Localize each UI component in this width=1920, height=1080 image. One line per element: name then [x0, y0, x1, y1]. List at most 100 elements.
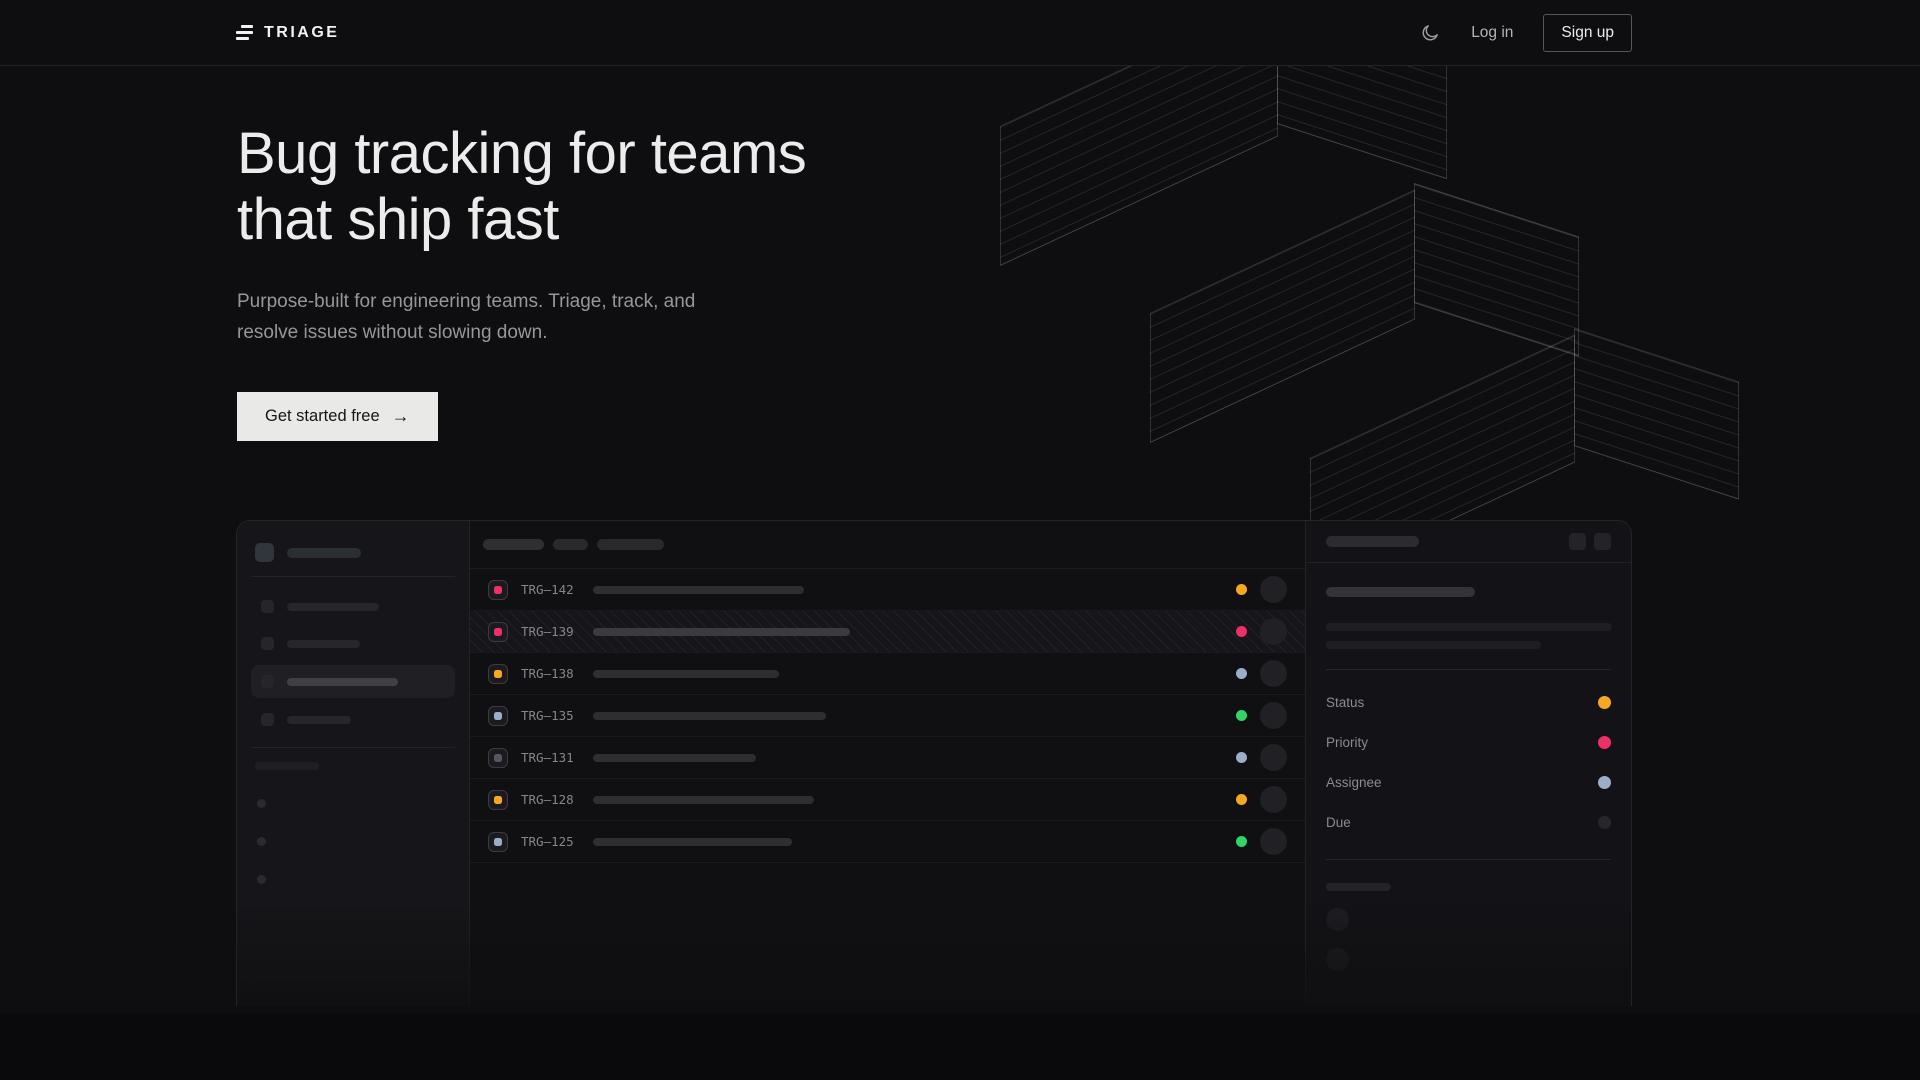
issue-title-skeleton: [1326, 587, 1475, 598]
issue-type-icon: [488, 705, 508, 726]
sidebar-item[interactable]: [251, 591, 455, 622]
sidebar-item-icon: [261, 637, 274, 651]
issue-type-icon: [488, 663, 508, 684]
skeleton-bar: [1326, 536, 1419, 548]
detail-panel-header: [1306, 521, 1631, 564]
skeleton-bar: [287, 547, 361, 558]
panel-action-button[interactable]: [1594, 533, 1611, 551]
divider: [1326, 669, 1611, 671]
assignee-avatar: [1260, 576, 1287, 604]
issue-type-icon: [488, 789, 508, 810]
filter-tab[interactable]: [553, 539, 588, 551]
issue-title-skeleton: [593, 753, 756, 762]
issue-row[interactable]: TRG–128: [470, 779, 1305, 822]
assignee-avatar: [1260, 744, 1287, 772]
app-preview-window: TRG–142 TRG–139 TRG–138 TRG–135 TRG–131: [236, 520, 1632, 1007]
field-label: Status: [1326, 695, 1365, 711]
arrow-right-icon: →: [391, 406, 410, 427]
field-value-dot: [1598, 816, 1611, 830]
filter-tab[interactable]: [597, 539, 664, 551]
detail-fields: Status Priority Assignee Due: [1326, 695, 1611, 830]
sidebar-dot: [257, 837, 266, 847]
field-value-dot: [1598, 776, 1611, 790]
sidebar-dot: [257, 875, 266, 885]
workspace-switcher[interactable]: [253, 537, 453, 576]
issue-title-skeleton: [593, 669, 779, 678]
issue-title-skeleton: [593, 627, 850, 636]
status-dot: [1236, 584, 1247, 596]
page-title: Bug tracking for teams that ship fast: [237, 121, 807, 252]
issue-id: TRG–131: [521, 750, 574, 766]
issue-title-skeleton: [593, 837, 792, 846]
sidebar-item-active[interactable]: [251, 665, 455, 699]
status-dot: [1236, 668, 1247, 680]
issue-row[interactable]: TRG–142: [470, 569, 1305, 612]
status-dot: [1236, 710, 1247, 722]
issue-row[interactable]: TRG–139: [470, 611, 1305, 654]
preview-sidebar: [237, 521, 470, 1007]
issue-list-toolbar: [470, 521, 1305, 570]
detail-field-row: Priority: [1326, 735, 1611, 750]
assignee-avatar: [1260, 618, 1287, 646]
field-label: Due: [1326, 815, 1351, 831]
comment-avatar: [1326, 948, 1349, 972]
moon-icon: [1422, 24, 1439, 40]
sidebar-item-icon: [261, 675, 274, 689]
workspace-icon: [255, 543, 274, 563]
footer: [0, 1013, 1920, 1080]
filter-tab[interactable]: [483, 539, 544, 551]
assignee-avatar: [1260, 660, 1287, 688]
issue-title-skeleton: [593, 585, 804, 594]
sidebar-section-label: [255, 762, 319, 771]
divider: [1326, 859, 1611, 861]
issue-id: TRG–128: [521, 792, 574, 808]
brand[interactable]: TRIAGE: [236, 24, 339, 42]
skeleton-bar: [287, 715, 351, 724]
issue-list: TRG–142 TRG–139 TRG–138 TRG–135 TRG–131: [470, 521, 1305, 1007]
issue-title-skeleton: [593, 711, 826, 720]
status-dot: [1236, 752, 1247, 764]
status-dot: [1236, 626, 1247, 638]
issue-id: TRG–142: [521, 582, 574, 598]
issue-id: TRG–138: [521, 666, 574, 682]
get-started-button[interactable]: Get started free →: [237, 392, 438, 442]
sidebar-dot: [257, 799, 266, 809]
comment-avatar: [1326, 908, 1349, 932]
issue-type-icon: [488, 831, 508, 852]
hero-subtitle: Purpose-built for engineering teams. Tri…: [237, 291, 696, 344]
field-label: Assignee: [1326, 775, 1382, 791]
skeleton-bar: [287, 677, 398, 686]
issue-row[interactable]: TRG–131: [470, 737, 1305, 780]
assignee-avatar: [1260, 828, 1287, 856]
panel-action-button[interactable]: [1569, 533, 1586, 551]
skeleton-bar: [287, 602, 379, 611]
login-link[interactable]: Log in: [1471, 23, 1514, 41]
detail-field-row: Assignee: [1326, 775, 1611, 790]
issue-type-icon: [488, 579, 508, 600]
sidebar-item[interactable]: [251, 704, 455, 735]
issue-row[interactable]: TRG–135: [470, 695, 1305, 738]
field-label: Priority: [1326, 735, 1369, 751]
issue-type-icon: [488, 621, 508, 642]
divider: [251, 576, 455, 578]
top-nav: TRIAGE Log in Sign up: [0, 0, 1920, 66]
sidebar-item[interactable]: [251, 628, 455, 659]
theme-toggle-button[interactable]: [1419, 22, 1441, 44]
issue-id: TRG–135: [521, 708, 574, 724]
issue-type-icon: [488, 747, 508, 768]
triage-logo-icon: [236, 25, 253, 40]
skeleton-bar: [1326, 883, 1391, 892]
issue-rows: TRG–142 TRG–139 TRG–138 TRG–135 TRG–131: [470, 569, 1305, 864]
issue-row[interactable]: TRG–125: [470, 821, 1305, 864]
detail-field-row: Status: [1326, 695, 1611, 710]
assignee-avatar: [1260, 702, 1287, 730]
detail-field-row: Due: [1326, 815, 1611, 830]
skeleton-bar: [287, 639, 360, 648]
field-value-dot: [1598, 736, 1611, 750]
issue-row[interactable]: TRG–138: [470, 653, 1305, 696]
signup-button[interactable]: Sign up: [1543, 13, 1632, 52]
field-value-dot: [1598, 696, 1611, 710]
sidebar-item-icon: [261, 713, 274, 727]
issue-title-skeleton: [593, 795, 814, 804]
status-dot: [1236, 836, 1247, 848]
